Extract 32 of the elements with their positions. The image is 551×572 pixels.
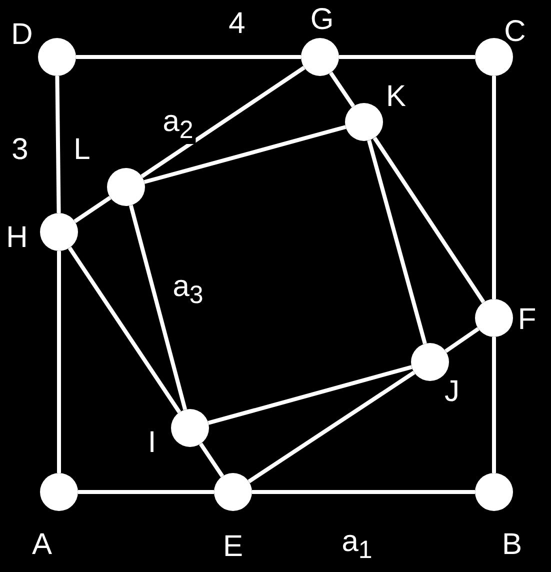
line-segment (372, 136, 486, 304)
line-segment (329, 72, 355, 108)
point-label: J (444, 377, 460, 407)
line-segment (57, 251, 61, 473)
point-label: D (11, 20, 33, 50)
point-label: E (223, 532, 243, 562)
line-segment (55, 76, 61, 214)
line-segment (248, 370, 416, 484)
line-segment (492, 76, 496, 299)
point-label: F (518, 305, 536, 335)
line-segment (68, 246, 182, 414)
point-label: C (504, 17, 526, 47)
line-segment (140, 66, 306, 178)
line-segment (74, 196, 112, 224)
point-label: I (148, 428, 156, 458)
line-segment (198, 442, 224, 478)
line-segment (128, 204, 188, 410)
line-segment (144, 125, 346, 184)
point-label: K (386, 82, 406, 112)
line-segment (444, 327, 480, 353)
line-segment (367, 140, 427, 344)
line-segment (78, 490, 214, 494)
line-segment (76, 55, 301, 59)
line-segment (208, 365, 412, 425)
line-segment (339, 55, 475, 59)
line-segment (492, 337, 496, 473)
point-label: A (32, 530, 52, 560)
point-label: L (74, 135, 90, 165)
point-label: B (502, 530, 522, 560)
point-label: G (310, 5, 334, 35)
line-segment (252, 490, 475, 494)
point-label: H (6, 223, 28, 253)
